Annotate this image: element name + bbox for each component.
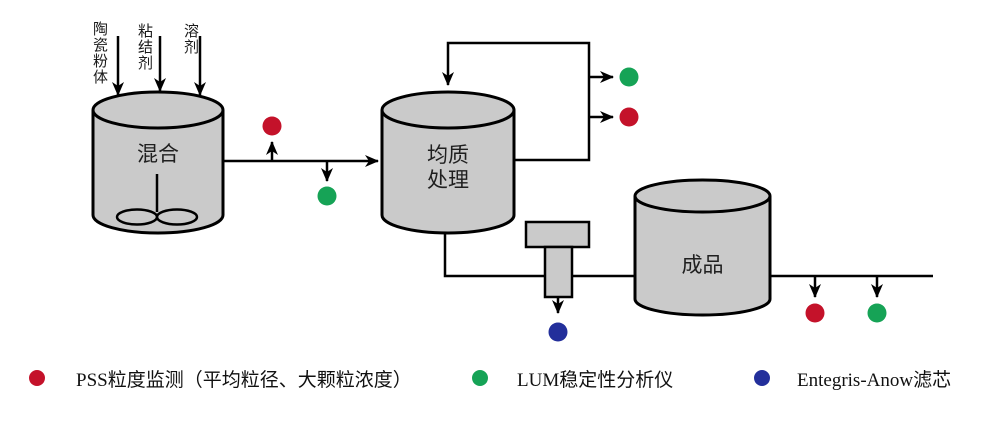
lum-analyzer-dot	[867, 303, 887, 323]
pss-monitor-legend-icon	[29, 370, 45, 386]
output-line	[770, 274, 933, 298]
recirc-pipe	[442, 41, 591, 162]
legend-item-entegris: Entegris-Anow滤芯	[754, 365, 951, 391]
mixing-tank-top	[91, 90, 225, 130]
pss-monitor-dot	[262, 116, 282, 136]
feed-arrows	[112, 36, 206, 96]
filter-stem	[543, 245, 574, 299]
lum-analyzer-legend-icon	[472, 370, 488, 386]
legend-label-lum: LUM稳定性分析仪	[517, 369, 674, 391]
mixing-tank-label: 混合	[137, 143, 179, 166]
product-tank-label: 成品	[682, 254, 724, 277]
pss-monitor-dot	[805, 303, 825, 323]
filter-housing	[524, 220, 591, 342]
diagram-graphics: 混合 均质 处理 成品	[91, 36, 933, 342]
filter-cap	[524, 220, 591, 249]
lum-analyzer-dot	[619, 67, 639, 87]
feed-label-binder: 粘结剂	[136, 23, 153, 71]
stirrer-icon	[115, 174, 199, 226]
lum-analyzer-dot	[317, 186, 337, 206]
homogenizer-tank: 均质 处理	[380, 90, 516, 235]
homogenizer-label-line1: 均质	[427, 144, 469, 167]
entegris-filter-dot	[548, 322, 568, 342]
transfer-line-1	[223, 141, 379, 182]
homogenizer-tank-body	[380, 110, 516, 235]
product-tank-body	[633, 196, 772, 317]
homogenizer-label-line2: 处理	[427, 169, 469, 192]
recirculation-loop	[442, 41, 614, 162]
mixing-tank-body	[91, 110, 225, 235]
legend-label-entegris: Entegris-Anow滤芯	[797, 369, 952, 391]
entegris-filter-legend-icon	[754, 370, 770, 386]
mixing-tank: 混合	[91, 90, 225, 235]
feed-label-ceramic-powder: 陶瓷粉体	[91, 21, 108, 85]
legend-item-pss: PSS粒度监测（平均粒径、大颗粒浓度）	[29, 365, 412, 391]
legend-label-pss: PSS粒度监测（平均粒径、大颗粒浓度）	[76, 369, 412, 391]
feed-label-solvent: 溶剂	[182, 23, 199, 55]
homogenizer-tank-top	[380, 90, 516, 130]
legend-item-lum: LUM稳定性分析仪	[472, 365, 673, 391]
product-tank: 成品	[633, 178, 772, 317]
pss-monitor-dot	[619, 107, 639, 127]
product-tank-top	[633, 178, 772, 214]
